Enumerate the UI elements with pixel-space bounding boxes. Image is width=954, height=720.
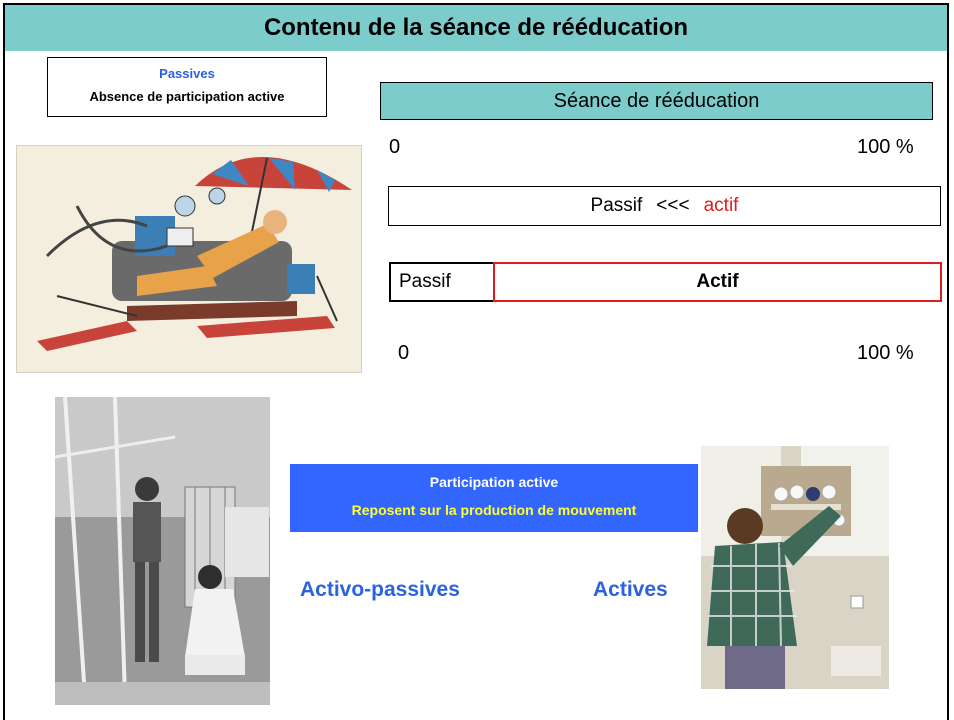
participation-heading: Participation active [429, 474, 559, 490]
page-title-text: Contenu de la séance de rééducation [263, 14, 689, 41]
scale-top-end: 100 % [857, 136, 914, 158]
illustration-icon [17, 146, 361, 372]
kitchen-cupboard-photo [701, 446, 889, 689]
gait-training-photo [55, 397, 270, 705]
arrows-label: <<< [656, 195, 690, 216]
actives-label: Actives [593, 578, 668, 601]
passives-heading: Passives [159, 66, 215, 81]
passives-box: Passives Absence de participation active [47, 57, 327, 117]
seance-bar-label: Séance de rééducation [553, 89, 760, 112]
passif-label: Passif [590, 195, 643, 216]
contraption-illustration [16, 145, 362, 373]
slide-frame [3, 3, 949, 720]
split-bar-actif: Actif [493, 262, 942, 302]
scale-top-start: 0 [389, 136, 401, 158]
participation-box: Participation active Reposent sur la pro… [290, 464, 698, 532]
actif-label: actif [703, 195, 739, 216]
scale-bottom-start: 0 [398, 342, 410, 364]
page-title: Contenu de la séance de rééducation [5, 5, 947, 51]
seance-bar: Séance de rééducation [380, 82, 933, 120]
photo-icon [55, 397, 270, 705]
activo-passives-label: Activo-passives [300, 578, 460, 601]
participation-subtitle: Reposent sur la production de mouvement [351, 502, 637, 518]
scale-bottom-end: 100 % [857, 342, 914, 364]
passif-actif-box: Passif <<< actif [388, 186, 941, 226]
passives-subtitle: Absence de participation active [89, 89, 285, 104]
photo-icon [701, 446, 889, 689]
split-bar-passif: Passif [389, 262, 495, 302]
